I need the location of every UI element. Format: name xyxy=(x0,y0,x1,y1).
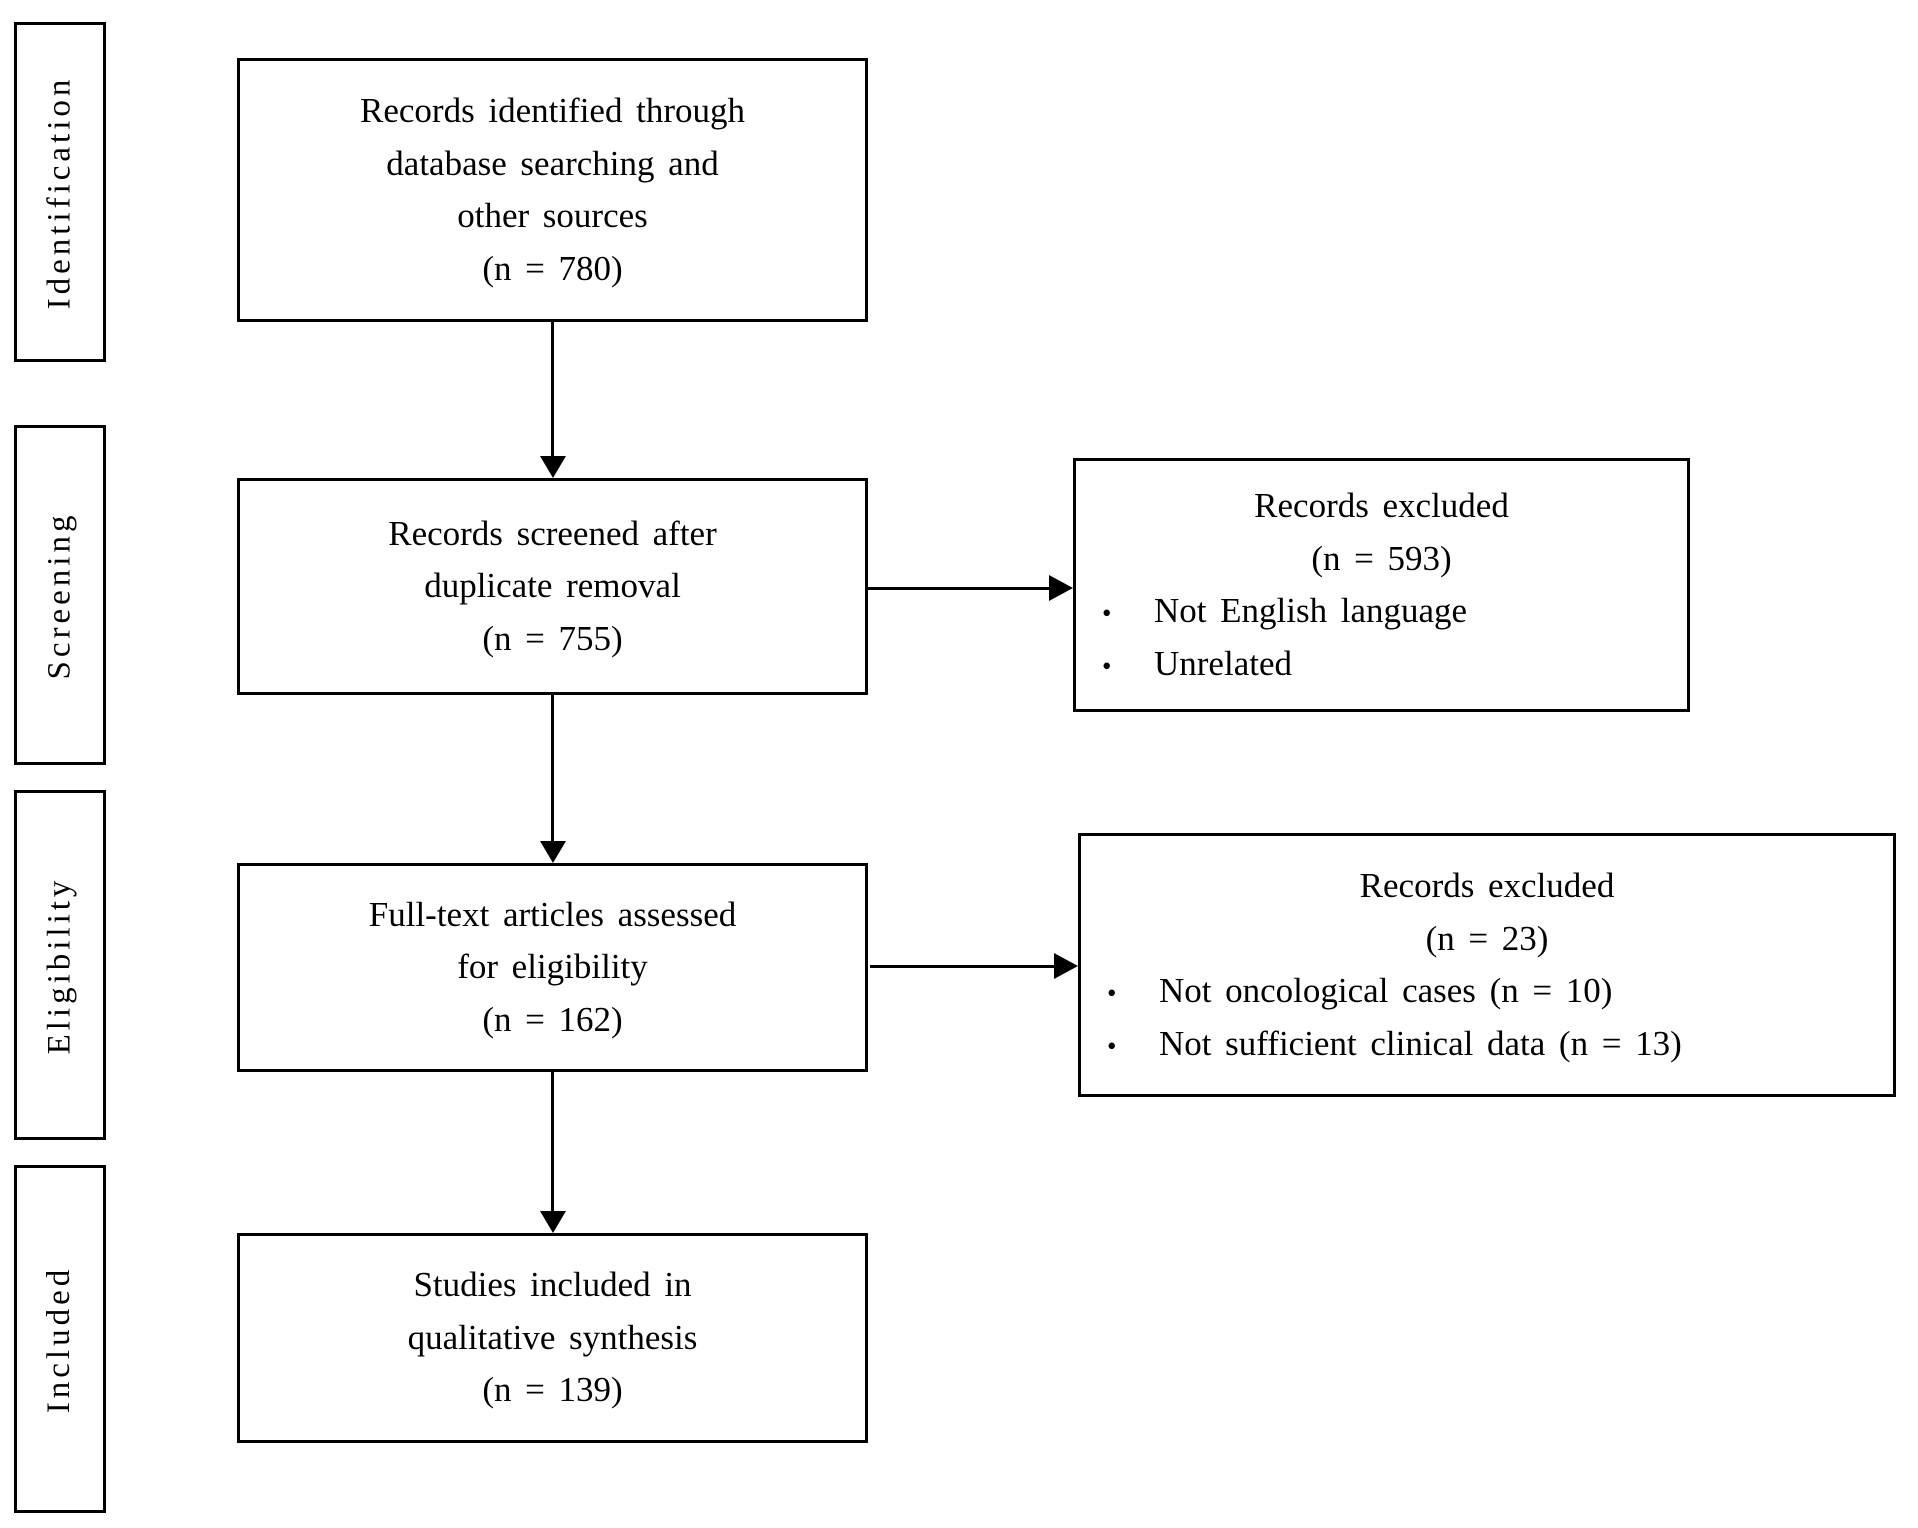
exclusion-box-screening-bullet-row-1: • Not English language xyxy=(1076,585,1687,638)
exclusion-box-eligibility: Records excluded (n = 23) • Not oncologi… xyxy=(1078,833,1896,1097)
stage-label-eligibility: Eligibility xyxy=(14,790,106,1140)
stage-label-eligibility-text: Eligibility xyxy=(41,876,78,1054)
arrow-screened-to-excluded-head xyxy=(1049,575,1073,601)
arrow-identified-to-screened-shaft xyxy=(551,322,554,458)
exclusion-box-eligibility-bullet-1: Not oncological cases (n = 10) xyxy=(1159,971,1613,1010)
stage-label-screening: Screening xyxy=(14,425,106,765)
flow-box-studies-included-line-2: qualitative synthesis xyxy=(407,1317,698,1357)
flow-box-records-identified: Records identified through database sear… xyxy=(237,58,868,322)
exclusion-box-screening-bullet-row-2: • Unrelated xyxy=(1076,638,1687,691)
exclusion-box-screening-title: Records excluded xyxy=(1254,486,1509,525)
flow-box-studies-included-line-1: Studies included in xyxy=(413,1265,692,1305)
arrow-fulltext-to-excluded-shaft xyxy=(870,965,1054,968)
exclusion-box-screening: Records excluded (n = 593) • Not English… xyxy=(1073,458,1690,712)
flow-box-records-screened-line-2: duplicate removal xyxy=(424,566,681,606)
bullet-icon: • xyxy=(1107,978,1117,1008)
flow-box-records-identified-count: (n = 780) xyxy=(482,248,623,288)
arrow-fulltext-to-included-shaft xyxy=(551,1072,554,1212)
flow-box-records-identified-line-2: database searching and xyxy=(386,143,719,183)
arrow-fulltext-to-included-head xyxy=(540,1211,566,1233)
flow-box-fulltext-assessed-line-1: Full-text articles assessed xyxy=(368,894,737,934)
bullet-icon: • xyxy=(1102,650,1112,681)
exclusion-box-eligibility-bullet-2: Not sufficient clinical data (n = 13) xyxy=(1159,1023,1682,1063)
exclusion-box-eligibility-bullet-row-1: • Not oncological cases (n = 10) xyxy=(1081,965,1893,1018)
arrow-identified-to-screened-head xyxy=(540,456,566,478)
arrow-screened-to-fulltext-head xyxy=(540,841,566,863)
exclusion-box-screening-bullet-1: Not English language xyxy=(1154,591,1468,630)
stage-label-included: Included xyxy=(14,1165,106,1513)
flow-box-fulltext-assessed: Full-text articles assessed for eligibil… xyxy=(237,863,868,1072)
exclusion-box-screening-bullet-2: Unrelated xyxy=(1154,643,1292,683)
flow-box-studies-included: Studies included in qualitative synthesi… xyxy=(237,1233,868,1443)
bullet-icon: • xyxy=(1107,1030,1117,1061)
flow-box-records-screened-line-1: Records screened after xyxy=(388,513,717,553)
exclusion-box-screening-count: (n = 593) xyxy=(1311,538,1452,578)
exclusion-box-eligibility-title: Records excluded xyxy=(1359,866,1615,905)
flow-box-records-screened-count: (n = 755) xyxy=(482,618,623,658)
stage-label-identification: Identification xyxy=(14,22,106,362)
flow-box-records-screened: Records screened after duplicate removal… xyxy=(237,478,868,695)
exclusion-box-eligibility-count: (n = 23) xyxy=(1425,918,1549,958)
flow-box-fulltext-assessed-line-2: for eligibility xyxy=(457,947,648,987)
flow-box-records-identified-line-1: Records identified through xyxy=(360,91,745,130)
flow-box-studies-included-count: (n = 139) xyxy=(482,1370,623,1410)
exclusion-box-eligibility-bullet-row-2: • Not sufficient clinical data (n = 13) xyxy=(1081,1018,1893,1071)
flow-box-fulltext-assessed-count: (n = 162) xyxy=(482,999,623,1039)
arrow-screened-to-fulltext-shaft xyxy=(551,695,554,843)
stage-label-included-text: Included xyxy=(41,1265,78,1413)
stage-label-identification-text: Identification xyxy=(41,75,78,309)
flow-box-records-identified-line-3: other sources xyxy=(457,196,648,235)
arrow-screened-to-excluded-shaft xyxy=(868,587,1049,590)
bullet-icon: • xyxy=(1102,598,1112,628)
stage-label-screening-text: Screening xyxy=(41,511,78,679)
arrow-fulltext-to-excluded-head xyxy=(1054,953,1078,979)
